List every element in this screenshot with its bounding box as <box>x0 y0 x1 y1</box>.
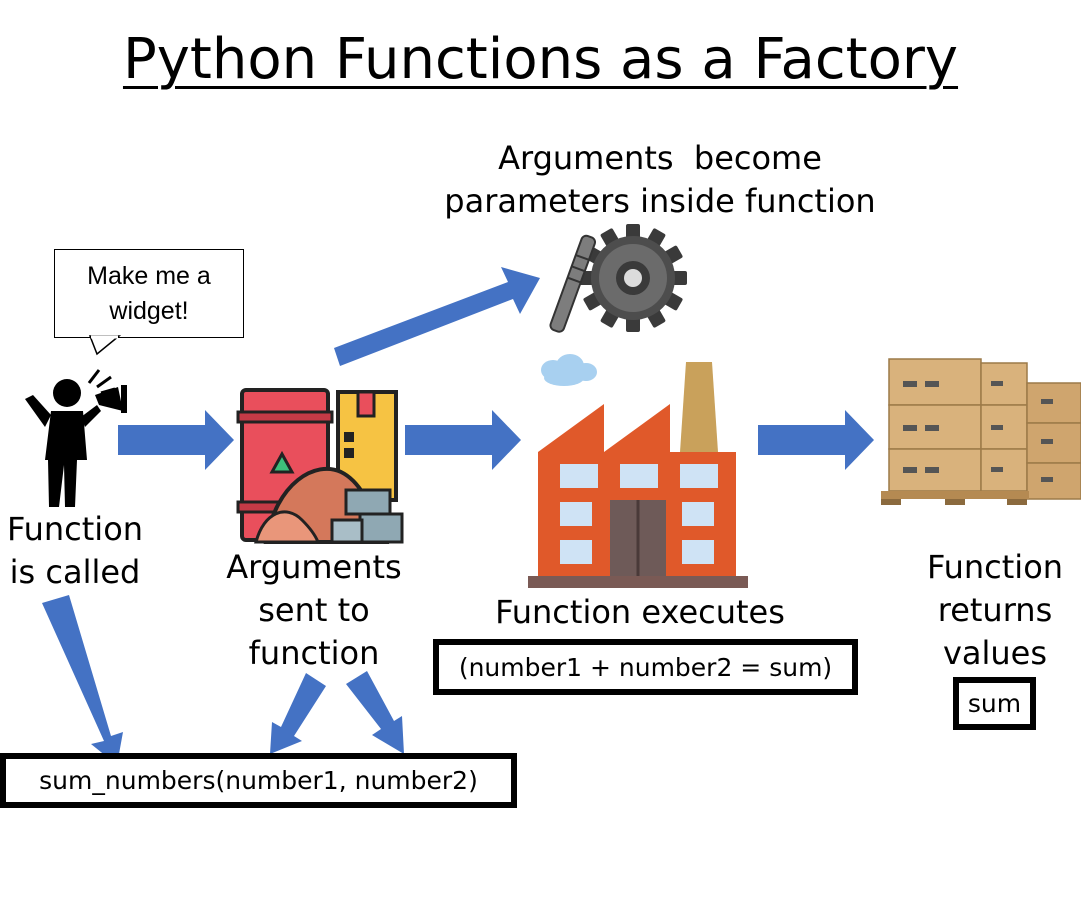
gear-icon <box>549 224 687 333</box>
label-function-called: Function is called <box>0 508 160 594</box>
label-line: Function <box>926 548 1064 586</box>
code-return-value: sum <box>953 677 1036 730</box>
code-function-call: sum_numbers(number1, number2) <box>0 753 517 808</box>
arrow-call-to-arguments <box>118 410 234 470</box>
speech-bubble-tail <box>88 335 122 356</box>
label-line: Function <box>6 510 144 548</box>
label-line: sent to <box>258 591 370 629</box>
raw-materials-icon <box>236 388 404 544</box>
label-line: parameters inside function <box>444 182 876 220</box>
arrow-arguments-to-code-left <box>270 673 326 754</box>
arrow-arguments-to-gear <box>334 267 540 366</box>
label-line: returns <box>937 591 1053 629</box>
person-megaphone-icon <box>25 369 127 507</box>
arrow-factory-to-values <box>758 410 874 470</box>
code-function-body: (number1 + number2 = sum) <box>433 639 858 695</box>
label-parameters: Arguments become parameters inside funct… <box>420 137 900 223</box>
factory-icon <box>528 354 748 588</box>
label-line: function <box>248 634 380 672</box>
speech-bubble: Make me a widget! <box>54 249 244 338</box>
label-function-returns: Function returns values <box>905 546 1081 675</box>
diagram-title: Python Functions as a Factory <box>122 27 959 92</box>
label-line: Arguments <box>226 548 402 586</box>
label-line: values <box>942 634 1048 672</box>
arrow-called-to-code <box>42 595 123 765</box>
label-function-executes: Function executes <box>495 593 785 631</box>
arrow-arguments-to-factory <box>405 410 521 470</box>
arrow-arguments-to-code-right <box>346 671 404 754</box>
label-line: Arguments become <box>498 139 822 177</box>
label-line: is called <box>9 553 141 591</box>
label-arguments-sent: Arguments sent to function <box>214 546 414 675</box>
boxes-pallet-icon <box>881 358 1081 505</box>
